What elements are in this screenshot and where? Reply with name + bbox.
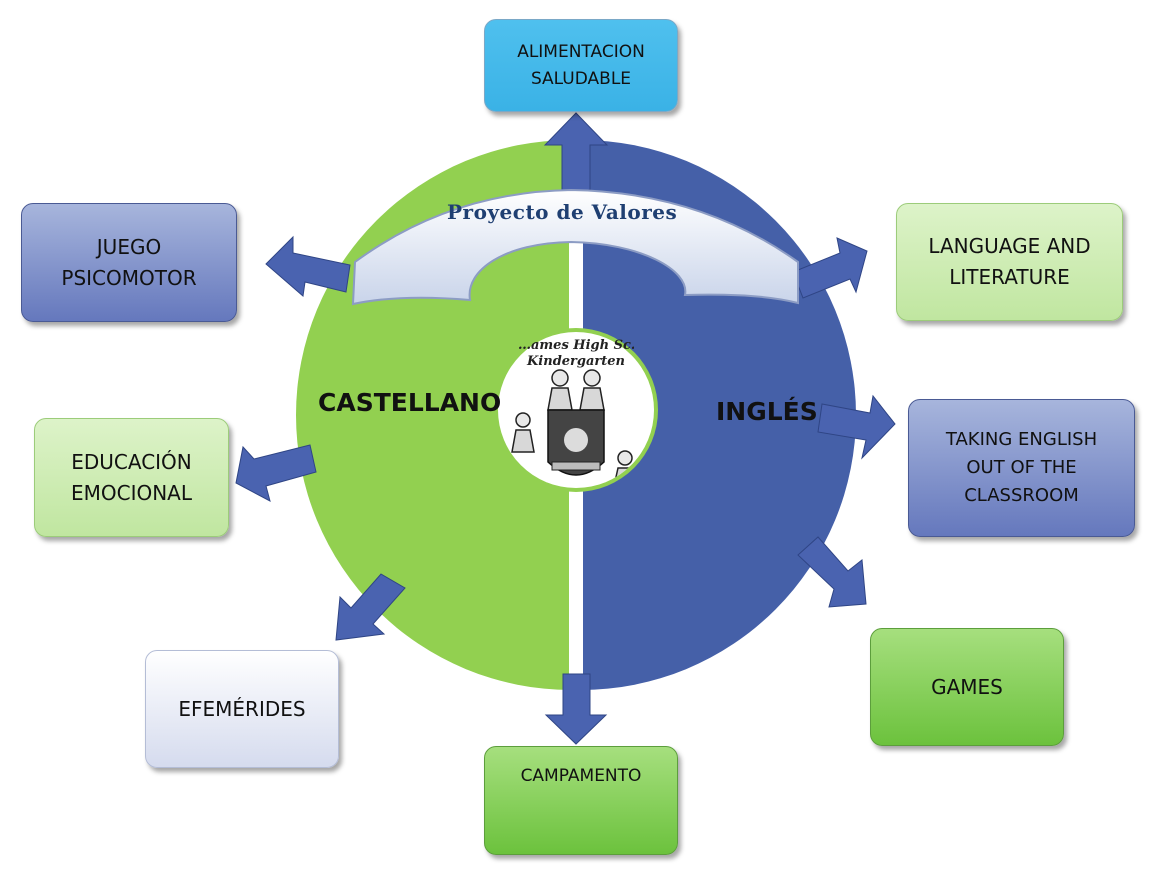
efemerides-box: EFEMÉRIDES xyxy=(145,650,339,768)
juego-psicomotor-box: JUEGO PSICOMOTOR xyxy=(21,203,237,322)
educacion-emocional-box: EDUCACIÓN EMOCIONAL xyxy=(34,418,229,537)
arrow-to-taking-english xyxy=(817,394,896,460)
castellano-label: CASTELLANO xyxy=(318,388,502,417)
campamento-box: CAMPAMENTO xyxy=(484,746,678,855)
arrow-to-juego-psicomotor xyxy=(265,235,351,297)
language-literature-label: LANGUAGE AND LITERATURE xyxy=(928,234,1091,289)
logo-text-line1: …ames High Sc… xyxy=(518,338,634,353)
kindergarten-logo xyxy=(511,369,637,487)
arrow-to-games xyxy=(797,536,867,608)
taking-english-box: TAKING ENGLISH OUT OF THE CLASSROOM xyxy=(908,399,1135,537)
taking-english-label: TAKING ENGLISH OUT OF THE CLASSROOM xyxy=(945,429,1098,506)
arrow-to-efemerides xyxy=(335,573,406,641)
valores-banner xyxy=(351,188,799,306)
campamento-label: CAMPAMENTO xyxy=(520,766,642,786)
games-box: GAMES xyxy=(870,628,1064,746)
efemerides-label: EFEMÉRIDES xyxy=(178,696,306,721)
arrow-to-campamento xyxy=(544,673,608,745)
alimentacion-saludable-box: ALIMENTACION SALUDABLE xyxy=(484,19,678,112)
language-literature-box: LANGUAGE AND LITERATURE xyxy=(896,203,1123,321)
juego-psicomotor-label: JUEGO PSICOMOTOR xyxy=(61,234,197,290)
games-label: GAMES xyxy=(931,674,1003,699)
educacion-emocional-label: EDUCACIÓN EMOCIONAL xyxy=(70,449,193,505)
arrow-to-alimentacion xyxy=(543,112,609,191)
ingles-label: INGLÉS xyxy=(716,397,818,426)
arrow-to-language xyxy=(792,237,868,299)
logo-text-line2: Kindergarten xyxy=(527,354,625,369)
banner-title: Proyecto de Valores xyxy=(447,200,678,224)
alimentacion-saludable-label: ALIMENTACION SALUDABLE xyxy=(517,42,645,89)
arrow-to-educacion-emocional xyxy=(235,444,317,502)
